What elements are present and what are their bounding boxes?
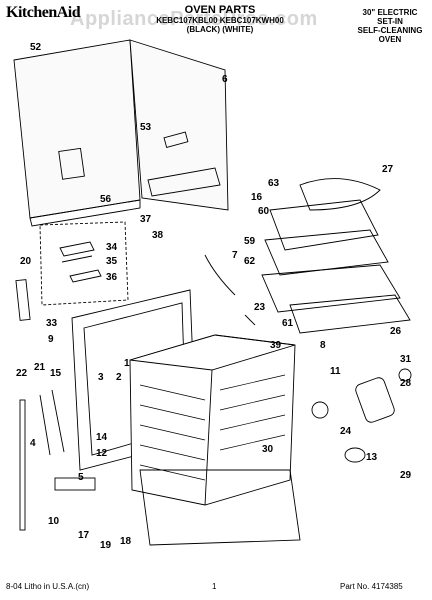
- callout-30: 30: [262, 444, 274, 455]
- oven-cavity: [129, 334, 296, 506]
- footer-part-number: Part No. 4174385: [340, 582, 403, 591]
- callout-37: 37: [140, 214, 152, 225]
- colors-line: (BLACK) (WHITE): [186, 25, 254, 34]
- title-text: OVEN PARTS: [184, 4, 256, 16]
- callout-59: 59: [244, 236, 256, 247]
- footer-litho: 8-04 Litho in U.S.A.(cn): [6, 582, 90, 591]
- callout-21: 21: [34, 362, 46, 373]
- callout-17: 17: [78, 530, 90, 541]
- oven-racks: [261, 199, 411, 334]
- callout-4: 4: [30, 438, 36, 449]
- desc-line: SET-IN: [377, 17, 403, 26]
- callout-12: 12: [96, 448, 108, 459]
- callout-18: 18: [120, 536, 132, 547]
- callout-39: 39: [270, 340, 282, 351]
- callout-2: 2: [116, 372, 122, 383]
- callout-34: 34: [106, 242, 118, 253]
- callout-6: 6: [222, 74, 228, 85]
- callout-24: 24: [340, 426, 352, 437]
- side-panel: [129, 39, 229, 211]
- callout-36: 36: [106, 272, 118, 283]
- callout-10: 10: [48, 516, 60, 527]
- rear-panel: [13, 39, 141, 219]
- brand-logo: KitchenAid: [6, 4, 81, 21]
- callout-14: 14: [96, 432, 108, 443]
- callout-3: 3: [98, 372, 104, 383]
- callout-26: 26: [390, 326, 402, 337]
- callout-62: 62: [244, 256, 256, 267]
- callout-28: 28: [400, 378, 412, 389]
- desc-line: 30" ELECTRIC: [362, 8, 418, 17]
- desc-line: OVEN: [378, 35, 402, 44]
- callout-7: 7: [232, 250, 238, 261]
- callout-31: 31: [400, 354, 412, 365]
- callout-1: 1: [124, 358, 130, 369]
- callout-53: 53: [140, 122, 152, 133]
- watermark: AppliancePartsPros.com: [70, 8, 318, 30]
- callout-20: 20: [20, 256, 32, 267]
- callout-19: 19: [100, 540, 112, 551]
- callout-15: 15: [50, 368, 62, 379]
- callout-8: 8: [320, 340, 326, 351]
- callout-63: 63: [268, 178, 280, 189]
- callout-35: 35: [106, 256, 118, 267]
- callout-27: 27: [382, 164, 394, 175]
- models-line: KEBC107KBL00 KEBC107KWH00: [156, 16, 284, 25]
- callout-60: 60: [258, 206, 270, 217]
- callout-56: 56: [100, 194, 112, 205]
- callout-16: 16: [251, 192, 263, 203]
- desc-line: SELF-CLEANING: [357, 26, 423, 35]
- callout-61: 61: [282, 318, 294, 329]
- callout-52: 52: [30, 42, 42, 53]
- callout-33: 33: [46, 318, 58, 329]
- callout-11: 11: [330, 366, 341, 377]
- callout-38: 38: [152, 230, 164, 241]
- page-title: OVEN PARTS KEBC107KBL00 KEBC107KWH00 (BL…: [150, 4, 290, 34]
- callout-13: 13: [366, 452, 378, 463]
- callout-9: 9: [48, 334, 54, 345]
- callout-5: 5: [78, 472, 84, 483]
- callout-23: 23: [254, 302, 266, 313]
- footer-page-number: 1: [212, 582, 217, 591]
- oven-description: 30" ELECTRIC SET-IN SELF-CLEANING OVEN: [350, 8, 430, 44]
- callout-29: 29: [400, 470, 412, 481]
- callout-22: 22: [16, 368, 28, 379]
